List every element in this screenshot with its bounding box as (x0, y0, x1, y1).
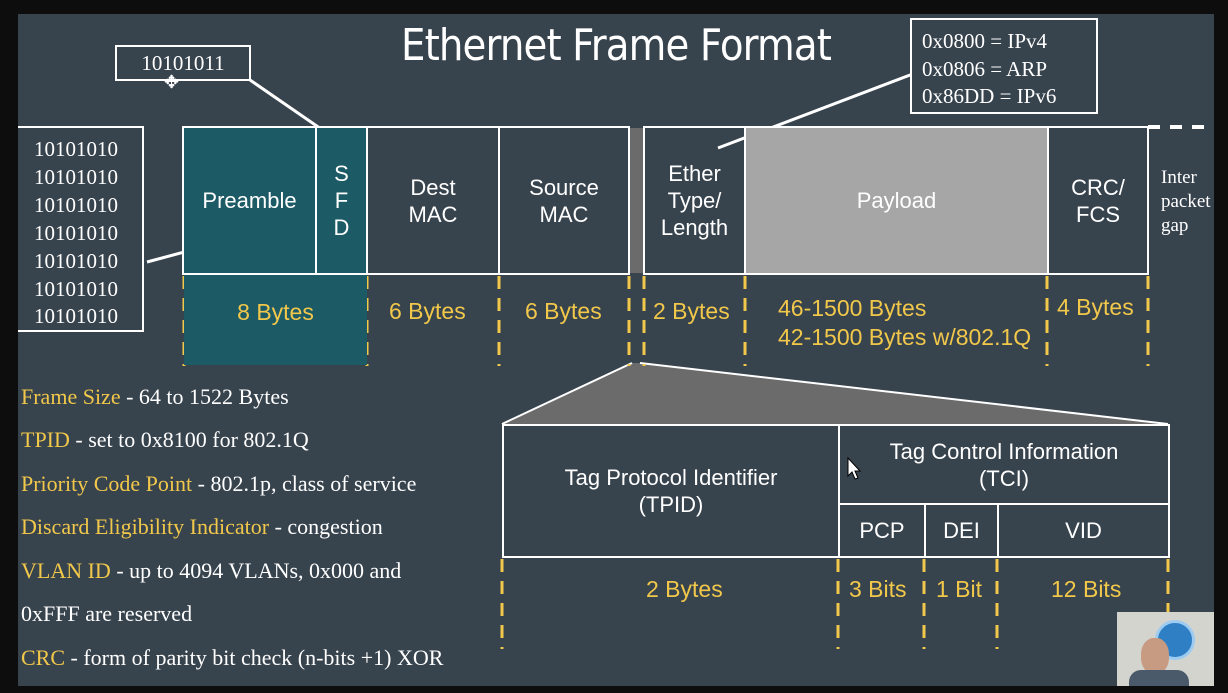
field-dest-mac-label: MAC (408, 201, 458, 227)
field-source-mac-label: Source (529, 174, 599, 200)
size-preamble: 8 Bytes (237, 299, 314, 325)
field-ethertype-label: Type/ (667, 188, 722, 213)
preamble-bits-line: 10101010 (34, 248, 118, 273)
size-crc: 4 Bytes (1057, 294, 1134, 320)
legend-key: CRC (21, 645, 66, 670)
gap-label: Inter (1161, 167, 1197, 188)
size-dest-mac: 6 Bytes (389, 298, 466, 324)
field-sfd-label: S (334, 161, 349, 186)
gap-label: gap (1161, 215, 1189, 236)
legend-key: TPID (21, 427, 70, 452)
zoom-line-left (501, 362, 633, 425)
field-sfd-label: F (334, 188, 349, 213)
field-payload: Payload (744, 126, 1049, 275)
ethertype-value: 0x0800 = IPv4 (922, 29, 1048, 53)
tag-tci-label: Tag Control Information (889, 438, 1119, 464)
sfd-bits-box: 10101011 (115, 45, 251, 81)
ethertype-values-box: 0x0800 = IPv4 0x0806 = ARP 0x86DD = IPv6 (910, 18, 1098, 114)
size-tpid: 2 Bytes (646, 576, 723, 602)
preamble-bits-line: 10101010 (34, 164, 118, 189)
field-source-mac: Source MAC (498, 126, 630, 275)
tag-dei: DEI (924, 503, 999, 558)
slide: Ethernet Frame Format 10101011 10101010 … (18, 14, 1214, 686)
field-source-mac-label: MAC (539, 201, 589, 227)
field-ethertype: Ether Type/ Length (643, 126, 746, 275)
tag-pcp: PCP (838, 503, 926, 558)
preamble-bits-line: 10101010 (34, 276, 118, 301)
legend-key: Priority Code Point (21, 471, 193, 496)
preamble-bits-line: 10101010 (34, 192, 118, 217)
size-dei: 1 Bit (936, 576, 983, 602)
field-ethertype-label: Length (660, 215, 729, 240)
legend-text: - 64 to 1522 Bytes (120, 384, 289, 409)
legend-pcp: Priority Code Point - 802.1p, class of s… (21, 471, 416, 497)
ethertype-value: 0x86DD = IPv6 (922, 84, 1057, 108)
tag-tpid-label: (TPID) (638, 492, 704, 517)
size-pcp: 3 Bits (849, 576, 907, 602)
legend-frame-size: Frame Size - 64 to 1522 Bytes (21, 384, 289, 410)
tag-tci-label: (TCI) (978, 465, 1030, 491)
gap-label: packet (1161, 191, 1211, 212)
legend-text: - up to 4094 VLANs, 0x000 and (110, 558, 402, 583)
size-vid: 12 Bits (1051, 576, 1122, 602)
preamble-bits-line: 10101010 (34, 304, 118, 329)
tag-dei-label: DEI (943, 518, 980, 543)
size-ethertype: 2 Bytes (653, 298, 730, 324)
legend-text: - congestion (269, 514, 383, 539)
field-crc-label: FCS (1076, 201, 1120, 227)
tag-tpid-label: Tag Protocol Identifier (564, 465, 778, 490)
tag-pcp-label: PCP (859, 518, 905, 543)
field-dest-mac: Dest MAC (366, 126, 500, 275)
ethertype-value: 0x0806 = ARP (922, 56, 1048, 81)
tag-tci: Tag Control Information (TCI) (838, 424, 1170, 505)
field-crc: CRC/ FCS (1047, 126, 1149, 275)
size-payload-8021q: 42-1500 Bytes w/802.1Q (778, 324, 1032, 350)
tag-vid-label: VID (1065, 518, 1102, 543)
size-source-mac: 6 Bytes (525, 298, 602, 324)
presenter-shirt (1129, 670, 1189, 686)
field-preamble-label: Preamble (202, 188, 297, 213)
legend-dei: Discard Eligibility Indicator - congesti… (21, 514, 383, 540)
legend-tpid: TPID - set to 0x8100 for 802.1Q (21, 427, 309, 453)
preamble-size-block: 8 Bytes (184, 275, 367, 365)
field-crc-label: CRC/ (1071, 174, 1125, 200)
legend-vlan-id-cont: 0xFFF are reserved (21, 601, 192, 627)
zoom-line-right (639, 362, 1169, 425)
tag-markers (500, 559, 1170, 649)
tag-vid: VID (997, 503, 1170, 558)
field-ethertype-label: Ether (668, 161, 721, 186)
preamble-bits-box: 10101010 10101010 10101010 10101010 1010… (18, 126, 144, 332)
legend-vlan-id: VLAN ID - up to 4094 VLANs, 0x000 and (21, 558, 401, 584)
legend-text: 0xFFF are reserved (21, 601, 193, 626)
move-cursor-icon: ✥ (164, 72, 180, 92)
field-preamble: Preamble (182, 126, 317, 275)
preamble-bits-line: 10101010 (34, 137, 118, 161)
field-dest-mac-label: Dest (410, 174, 456, 200)
preamble-bits-line: 10101010 (34, 220, 118, 245)
legend-text: - 802.1p, class of service (192, 471, 417, 496)
legend-crc: CRC - form of parity bit check (n-bits +… (21, 645, 443, 671)
field-sfd-label: D (333, 215, 350, 240)
legend-key: Frame Size (21, 384, 121, 409)
field-payload-label: Payload (856, 188, 937, 213)
presenter-webcam (1117, 612, 1214, 686)
legend-key: VLAN ID (21, 558, 111, 583)
byte-markers (182, 276, 1150, 366)
legend-key: Discard Eligibility Indicator (21, 514, 270, 539)
legend-text: - form of parity bit check (n-bits +1) X… (65, 645, 444, 670)
field-sfd: S F D (315, 126, 368, 275)
size-payload: 46-1500 Bytes (778, 295, 927, 321)
inter-packet-gap: Inter packet gap (1161, 166, 1211, 238)
legend-text: - set to 0x8100 for 802.1Q (69, 427, 309, 452)
presenter-face (1141, 638, 1169, 674)
vlan-tag-insert (630, 128, 643, 273)
page-title: Ethernet Frame Format (400, 20, 832, 71)
tag-zoom-trapezoid (502, 363, 1168, 424)
tag-tpid: Tag Protocol Identifier (TPID) (502, 424, 840, 558)
